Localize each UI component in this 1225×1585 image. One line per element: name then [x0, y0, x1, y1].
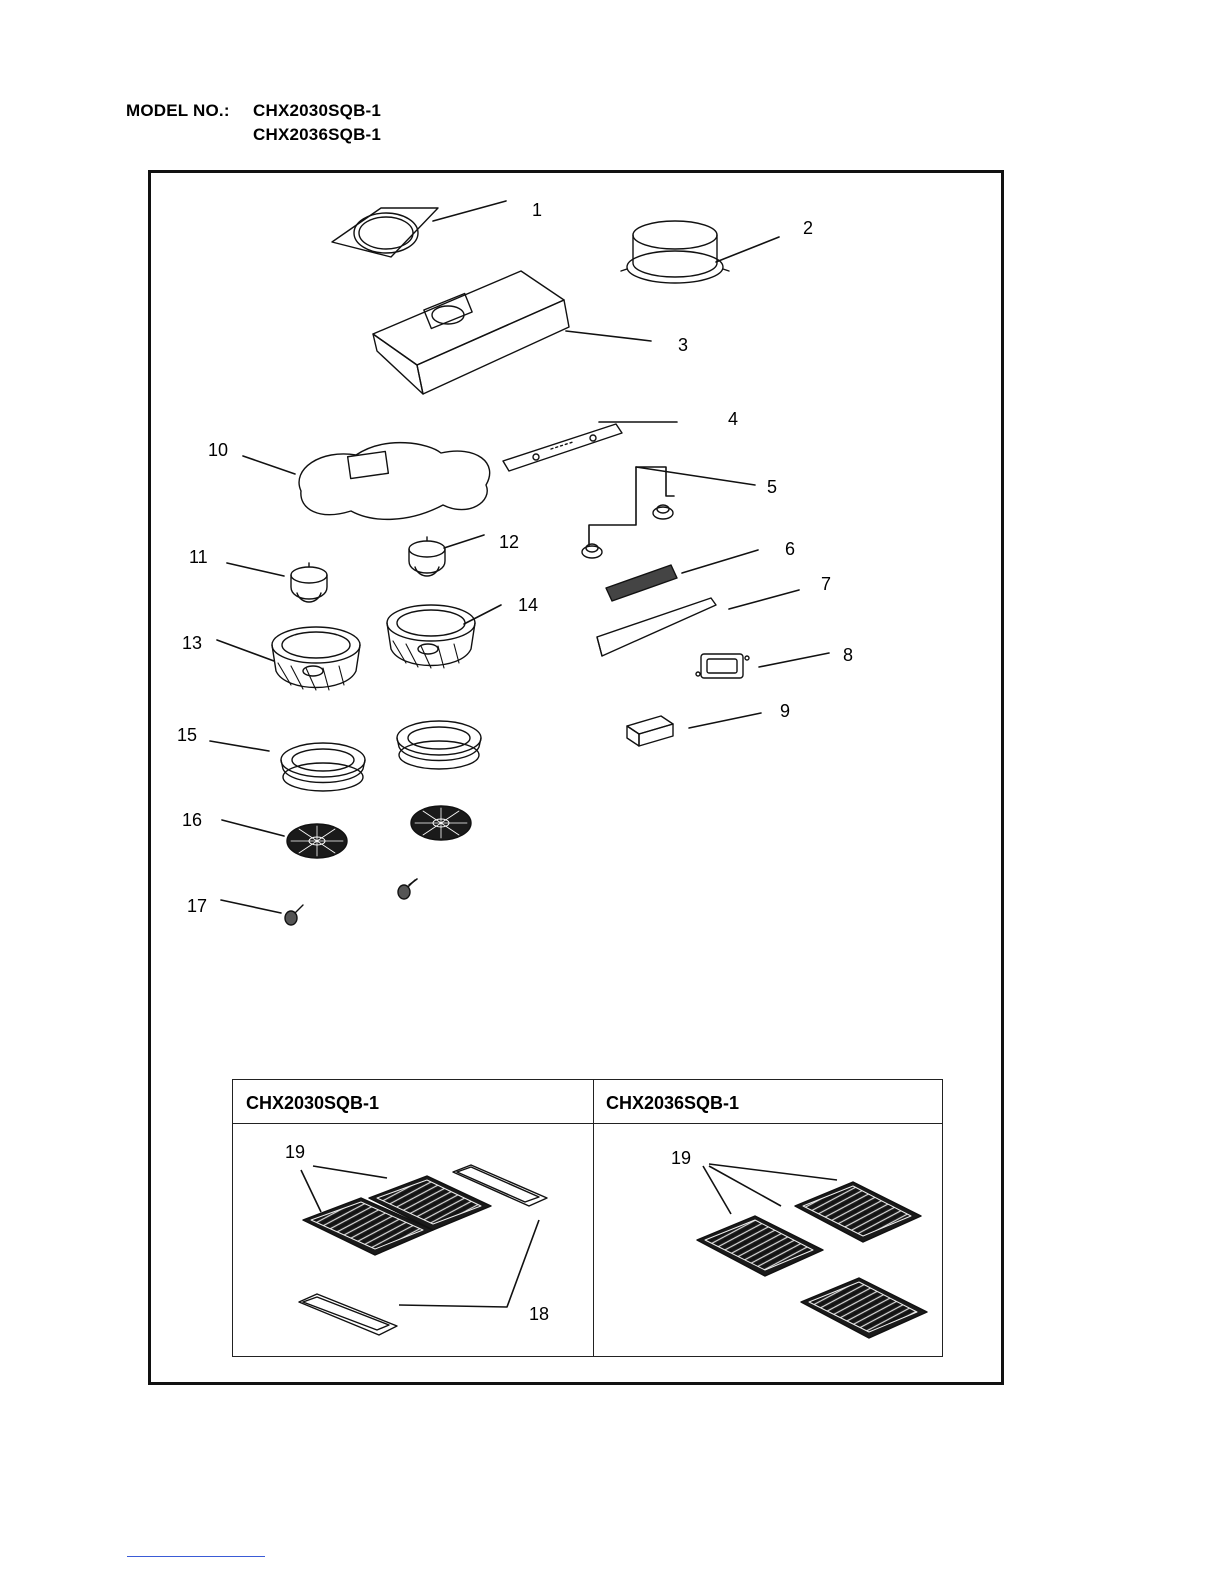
part-14-blower-wheel	[387, 605, 475, 668]
part-9-junction-box	[627, 716, 673, 746]
grease-filter-right-a	[697, 1216, 823, 1276]
part-15-inlet-ring-b	[397, 721, 481, 769]
part-2-duct-collar	[621, 221, 729, 283]
callout-13: 13	[182, 633, 202, 653]
callout-5: 5	[767, 477, 777, 497]
part-11-motor	[291, 563, 327, 602]
callout-16: 16	[182, 810, 202, 830]
part-4-control-panel	[503, 424, 622, 471]
part-5-knobs	[582, 505, 673, 558]
callout-6: 6	[785, 539, 795, 559]
callout-3: 3	[678, 335, 688, 355]
part-15-inlet-ring	[281, 743, 365, 791]
part-17-screw	[285, 905, 303, 925]
part-13-blower-wheel	[272, 627, 360, 690]
part-10-blower-housing	[299, 443, 490, 520]
filter-table: CHX2030SQB-1 CHX2036SQB-1	[232, 1079, 943, 1357]
callout-9: 9	[780, 701, 790, 721]
callout-17: 17	[187, 896, 207, 916]
part-6-switch	[606, 565, 677, 601]
callout-2: 2	[803, 218, 813, 238]
callout-19-left: 19	[285, 1142, 305, 1162]
part-1-mounting-plate	[332, 208, 438, 257]
part-17-screw-b	[398, 880, 415, 899]
model-number-2: CHX2036SQB-1	[253, 125, 381, 145]
callout-15: 15	[177, 725, 197, 745]
leader-lines	[210, 201, 829, 913]
callout-8: 8	[843, 645, 853, 665]
callout-1: 1	[532, 200, 542, 220]
charcoal-filter-bottom	[299, 1294, 397, 1335]
grease-filter-right-c	[801, 1278, 927, 1338]
filter-illustrations: 19 18 19	[233, 1080, 941, 1355]
model-number-1: CHX2030SQB-1	[253, 101, 381, 121]
footer-link-rule	[127, 1556, 265, 1557]
callout-18: 18	[529, 1304, 549, 1324]
part-3-hood-body	[373, 271, 569, 394]
part-7-trim-strip	[597, 598, 716, 656]
part-16-grease-guard-b	[411, 806, 471, 840]
grease-filter-right-b	[795, 1182, 921, 1242]
callout-7: 7	[821, 574, 831, 594]
model-label: MODEL NO.:	[126, 101, 230, 121]
callout-11: 11	[189, 547, 208, 567]
part-8-light-plate	[696, 654, 749, 678]
part-12-motor	[409, 537, 445, 576]
callout-12: 12	[499, 532, 519, 552]
callout-14: 14	[518, 595, 538, 615]
callout-19-right: 19	[671, 1148, 691, 1168]
part-16-grease-guard	[287, 824, 347, 858]
callout-10: 10	[208, 440, 228, 460]
callout-4: 4	[728, 409, 738, 429]
